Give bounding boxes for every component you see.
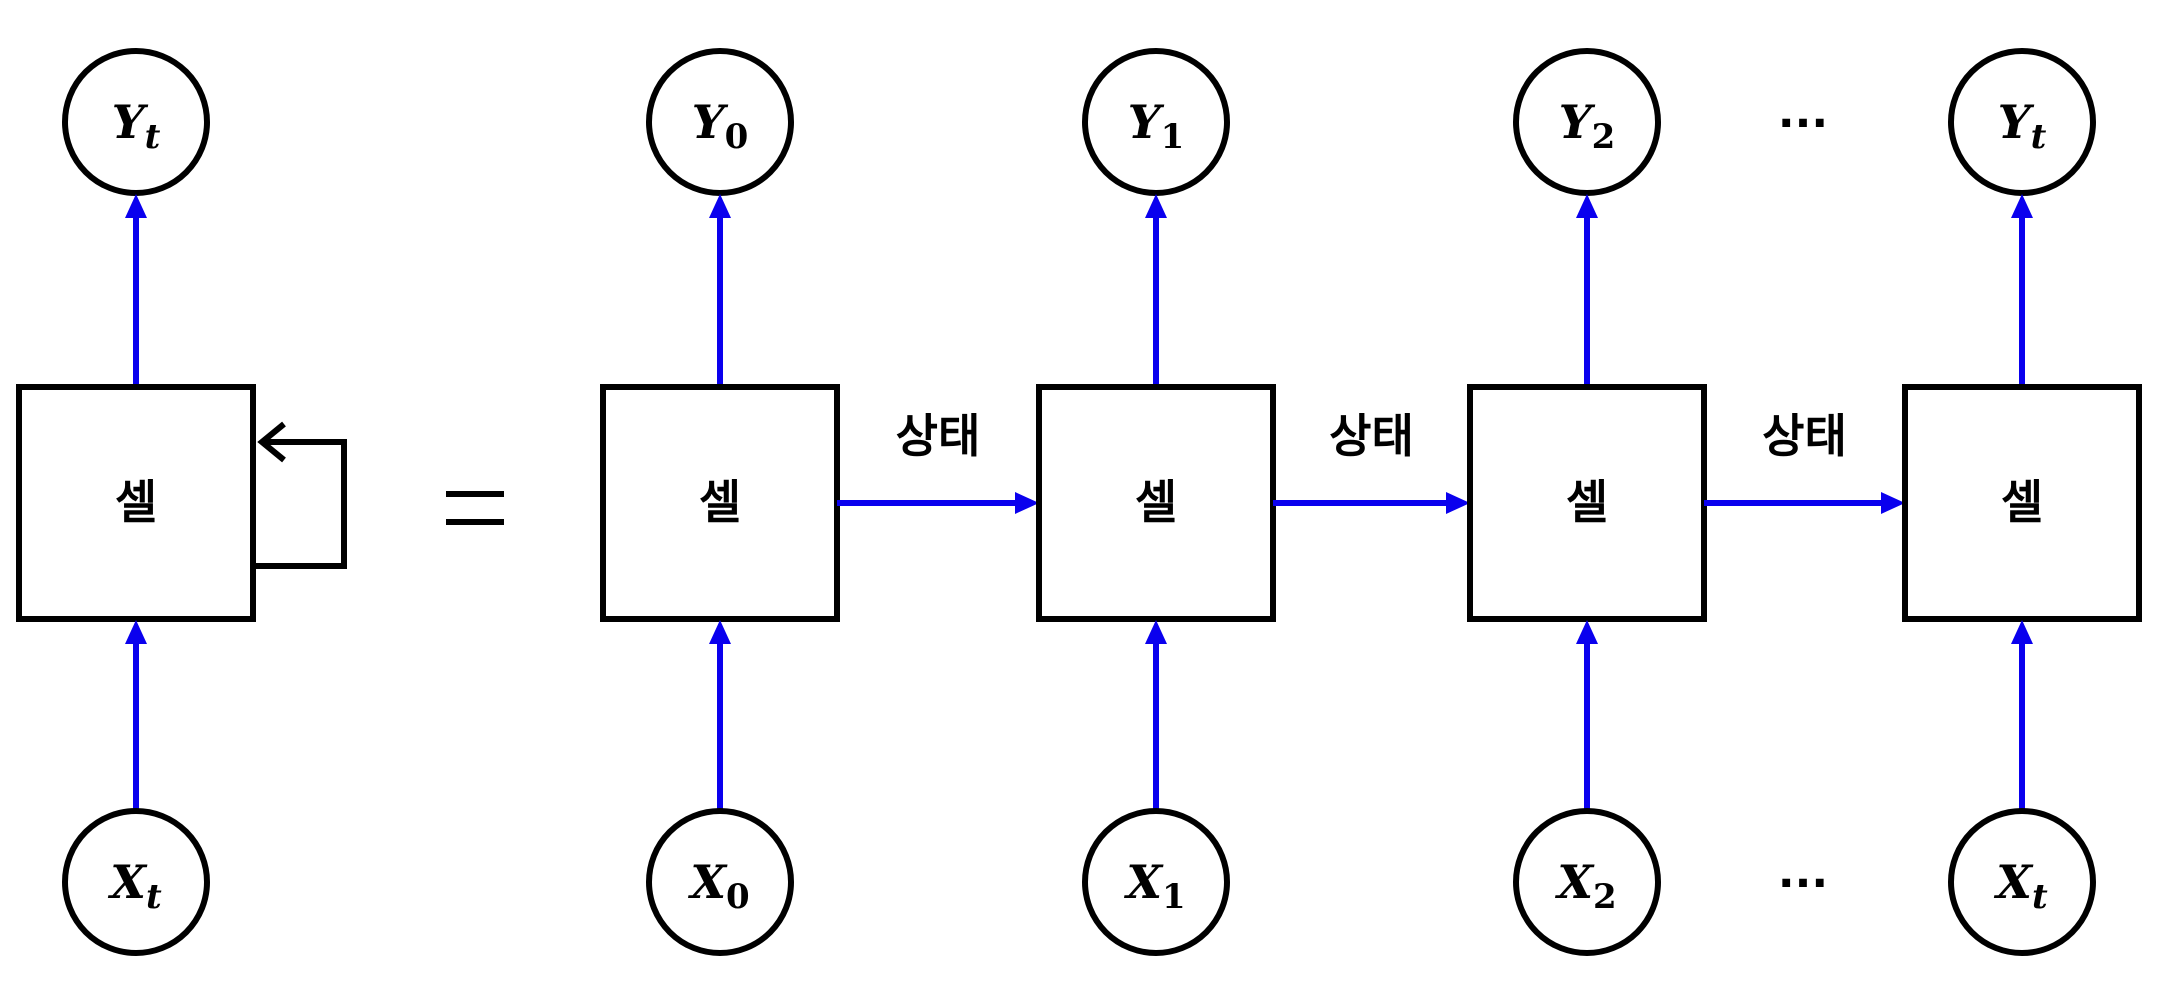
rolled-input-node: Xt [62, 808, 210, 956]
input-node-1: X1 [1082, 808, 1230, 956]
equals-sign [446, 491, 504, 525]
recurrent-loop-arrow [253, 421, 347, 569]
input-ellipsis: ··· [1778, 858, 1828, 909]
input-node-2: X2 [1513, 808, 1661, 956]
svg-text:Y0: Y0 [692, 95, 749, 157]
output-node-2: Y2 [1513, 48, 1661, 196]
input-node-3: Xt [1948, 808, 2096, 956]
svg-text:X1: X1 [1123, 855, 1185, 917]
state-arrow-0: 상태 [837, 409, 1039, 514]
state-arrow-1: 상태 [1273, 409, 1470, 514]
state-label-0: 상태 [896, 409, 981, 463]
output-1-sub: 1 [1161, 117, 1185, 157]
output-0-sub: 0 [725, 117, 749, 157]
output-0-letter: Y [692, 95, 729, 149]
rolled-input-sub: t [146, 877, 162, 917]
input-0-letter: X [687, 855, 728, 909]
input-0-sub: 0 [726, 877, 750, 917]
cell-label-0: 셀 [699, 475, 741, 529]
output-2-letter: Y [1559, 95, 1596, 149]
state-label-2: 상태 [1762, 409, 1847, 463]
svg-text:Yt: Yt [1998, 95, 2047, 157]
rolled-cell: 셀 [16, 384, 256, 622]
output-3-letter: Y [1998, 95, 2035, 149]
input-arrow-1 [1145, 620, 1167, 810]
cell-0: 셀 [600, 384, 840, 622]
output-node-3: Yt [1948, 48, 2096, 196]
input-arrow-3 [2011, 620, 2033, 810]
unrolled-step-3: Yt 셀 Xt [1902, 48, 2142, 956]
output-arrow-0 [709, 194, 731, 386]
svg-text:X0: X0 [687, 855, 749, 917]
output-node-0: Y0 [646, 48, 794, 196]
rolled-cell-label: 셀 [115, 475, 157, 529]
state-label-1: 상태 [1329, 409, 1414, 463]
svg-text:Yt: Yt [112, 95, 161, 157]
input-1-sub: 1 [1162, 877, 1186, 917]
output-arrow-3 [2011, 194, 2033, 386]
output-3-sub: t [2031, 117, 2047, 157]
input-3-sub: t [2032, 877, 2048, 917]
rolled-output-letter: Y [112, 95, 149, 149]
svg-text:X2: X2 [1554, 855, 1616, 917]
cell-3: 셀 [1902, 384, 2142, 622]
input-node-0: X0 [646, 808, 794, 956]
cell-label-1: 셀 [1135, 475, 1177, 529]
input-arrow-0 [709, 620, 731, 810]
rolled-rnn: Yt 셀 Xt [16, 48, 347, 956]
cell-label-3: 셀 [2001, 475, 2043, 529]
cell-1: 셀 [1036, 384, 1276, 622]
rolled-output-sub: t [145, 117, 161, 157]
input-2-letter: X [1554, 855, 1595, 909]
svg-text:Xt: Xt [1993, 855, 2048, 917]
svg-text:Xt: Xt [107, 855, 162, 917]
cell-2: 셀 [1467, 384, 1707, 622]
output-ellipsis: ··· [1778, 98, 1828, 149]
svg-text:Y1: Y1 [1128, 95, 1185, 157]
rolled-output-node: Yt [62, 48, 210, 196]
rolled-output-arrow [125, 194, 147, 386]
input-3-letter: X [1993, 855, 2034, 909]
rolled-input-arrow [125, 620, 147, 810]
input-2-sub: 2 [1593, 877, 1617, 917]
rolled-input-letter: X [107, 855, 148, 909]
input-1-letter: X [1123, 855, 1164, 909]
svg-text:Y2: Y2 [1559, 95, 1616, 157]
state-arrow-2: 상태 [1704, 409, 1905, 514]
input-arrow-2 [1576, 620, 1598, 810]
output-1-letter: Y [1128, 95, 1165, 149]
output-arrow-1 [1145, 194, 1167, 386]
output-node-1: Y1 [1082, 48, 1230, 196]
output-arrow-2 [1576, 194, 1598, 386]
cell-label-2: 셀 [1566, 475, 1608, 529]
output-2-sub: 2 [1592, 117, 1616, 157]
